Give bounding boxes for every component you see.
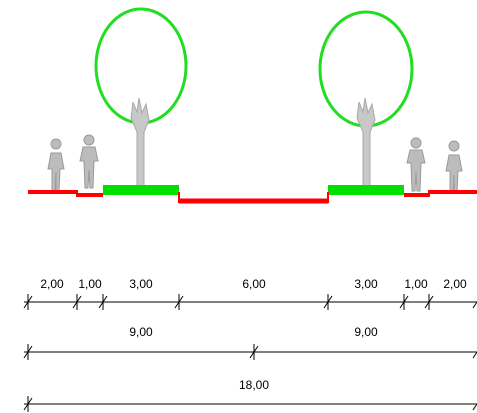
tick-mark bbox=[472, 403, 477, 411]
person-icon bbox=[448, 140, 460, 152]
dimension-label: 9,00 bbox=[354, 325, 378, 339]
tick-mark bbox=[72, 295, 82, 309]
tree-trunk-icon bbox=[130, 97, 150, 187]
tick-mark bbox=[23, 345, 33, 359]
pedestrian-right-inner bbox=[406, 137, 426, 192]
tick-mark bbox=[174, 295, 184, 309]
tree-right bbox=[318, 10, 414, 187]
dimension-label: 2,00 bbox=[443, 277, 467, 291]
tick-mark bbox=[249, 345, 259, 359]
planting-strip-left bbox=[103, 185, 179, 195]
dimension-label: 18,00 bbox=[239, 378, 269, 392]
tick-mark bbox=[399, 295, 409, 309]
tree-left bbox=[94, 7, 188, 187]
dimension-label: 2,00 bbox=[40, 277, 64, 291]
dimension-row-2 bbox=[23, 344, 477, 360]
dimension-label: 1,00 bbox=[404, 277, 428, 291]
pedestrian-right-outer bbox=[445, 140, 463, 194]
tick-mark bbox=[23, 295, 33, 309]
tick-mark bbox=[98, 295, 108, 309]
tick-mark bbox=[424, 295, 434, 309]
dimension-row-2-labels: 9,00 9,00 bbox=[129, 325, 378, 339]
dimension-label: 3,00 bbox=[354, 277, 378, 291]
tick-mark bbox=[323, 295, 333, 309]
dimension-label: 3,00 bbox=[129, 277, 153, 291]
tree-trunk-icon bbox=[356, 97, 376, 187]
dimension-row-3 bbox=[23, 396, 477, 412]
ground-profile bbox=[28, 185, 477, 204]
dimension-label: 1,00 bbox=[78, 277, 102, 291]
pedestrian-left-inner bbox=[79, 134, 99, 189]
person-icon bbox=[410, 137, 422, 149]
dimension-row-1-labels: 2,00 1,00 3,00 6,00 3,00 1,00 2,00 bbox=[40, 277, 467, 291]
pedestrian-left-outer bbox=[47, 138, 65, 192]
dimension-label: 9,00 bbox=[129, 325, 153, 339]
dimension-row-1 bbox=[23, 294, 477, 310]
tick-mark bbox=[472, 351, 477, 359]
tick-mark bbox=[23, 397, 33, 411]
dimension-label: 6,00 bbox=[242, 277, 266, 291]
dimension-row-3-labels: 18,00 bbox=[239, 378, 269, 392]
person-icon bbox=[83, 134, 95, 146]
tick-mark bbox=[472, 301, 477, 309]
planting-strip-right bbox=[328, 185, 404, 195]
person-icon bbox=[50, 138, 62, 150]
